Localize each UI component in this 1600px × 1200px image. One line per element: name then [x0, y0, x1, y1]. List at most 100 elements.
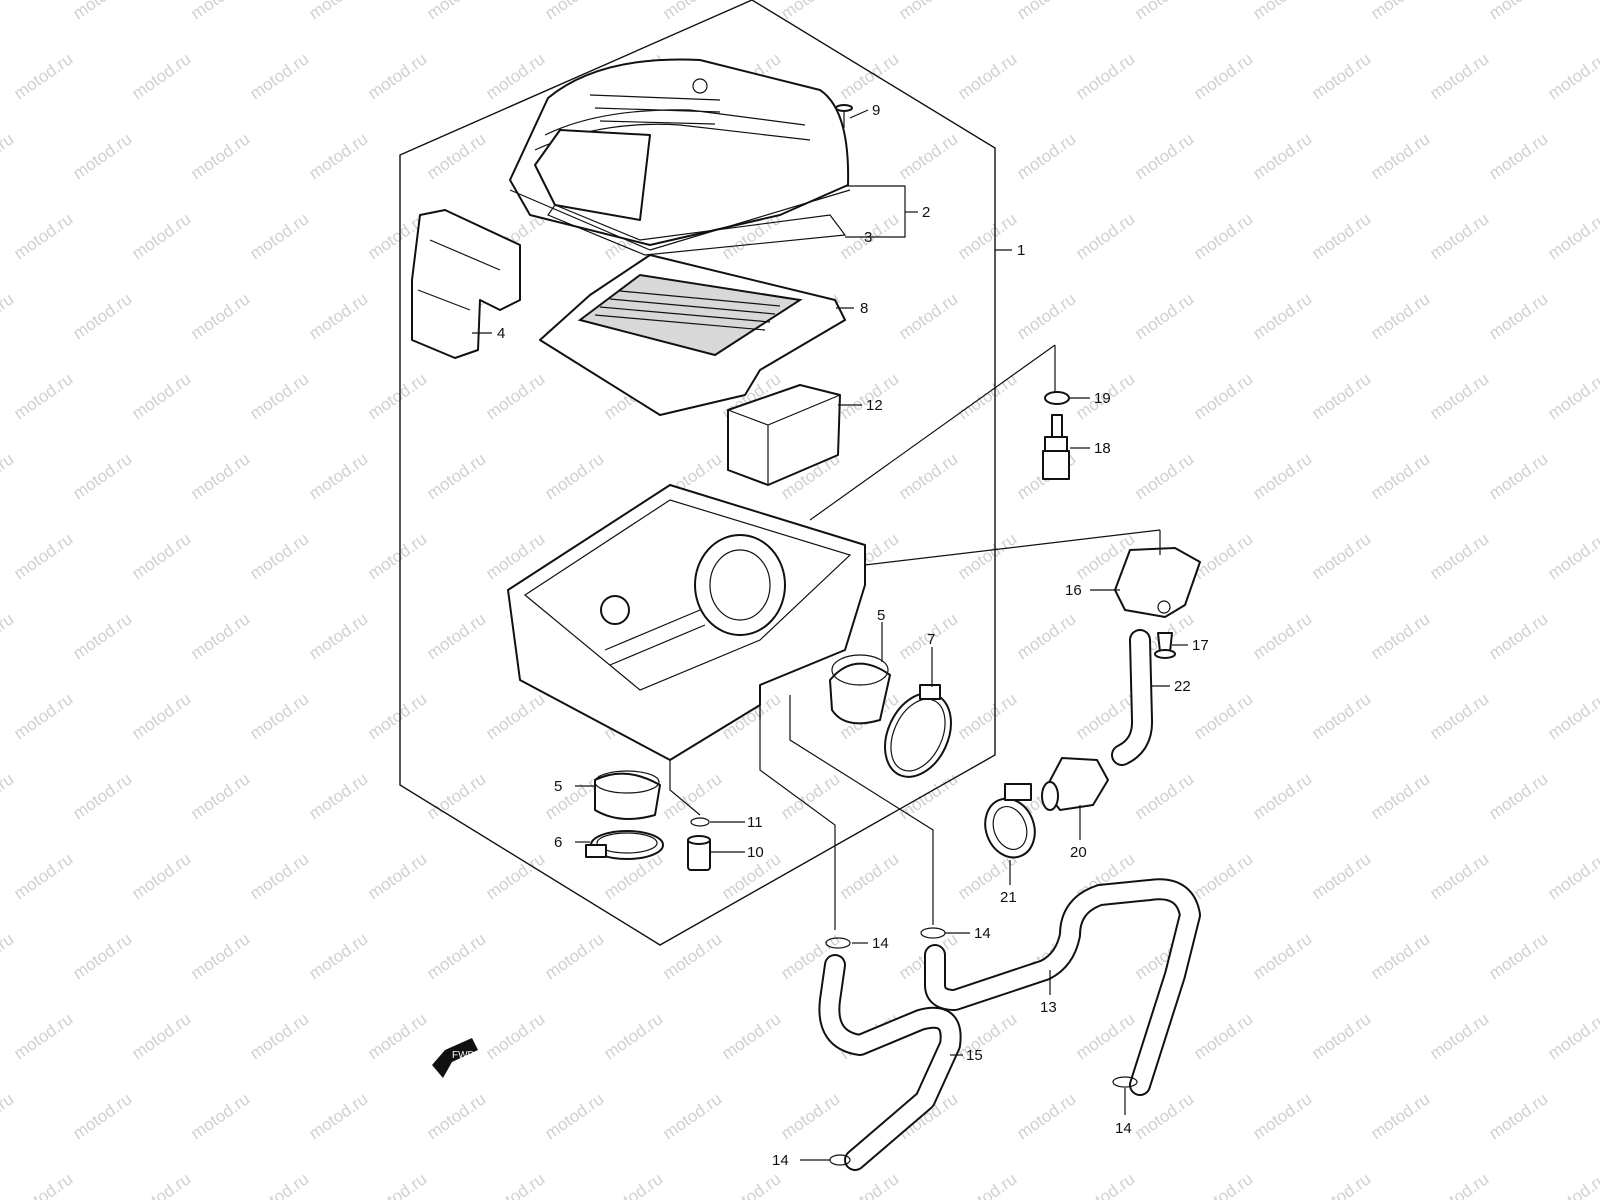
- watermark-text: motod.ru: [895, 0, 961, 23]
- watermark-text: motod.ru: [1308, 49, 1374, 103]
- callout-7: 7: [927, 631, 935, 648]
- watermark-text: motod.ru: [1426, 849, 1492, 903]
- watermark-text: motod.ru: [364, 369, 430, 423]
- watermark-text: motod.ru: [1308, 1009, 1374, 1063]
- duct-boot-upper[interactable]: [829, 654, 891, 725]
- watermark-text: motod.ru: [246, 529, 312, 583]
- air-cleaner-cap[interactable]: [509, 58, 851, 251]
- watermark-text: motod.ru: [1544, 49, 1600, 103]
- watermark-text: motod.ru: [954, 1009, 1020, 1063]
- vent-hose[interactable]: [1111, 629, 1154, 766]
- watermark-text: motod.ru: [364, 849, 430, 903]
- watermark-text: motod.ru: [1131, 289, 1197, 343]
- watermark-text: motod.ru: [777, 769, 843, 823]
- watermark-text: motod.ru: [1308, 849, 1374, 903]
- callout-13: 13: [1040, 999, 1057, 1016]
- watermark-text: motod.ru: [128, 49, 194, 103]
- watermark-text: motod.ru: [1485, 449, 1551, 503]
- watermark-text: motod.ru: [1308, 529, 1374, 583]
- clamp-small[interactable]: [585, 830, 664, 860]
- watermark-text: motod.ru: [1249, 129, 1315, 183]
- watermark-text: motod.ru: [187, 289, 253, 343]
- duct-boot-lower[interactable]: [594, 770, 661, 820]
- watermark-text: motod.ru: [423, 0, 489, 23]
- air-cleaner-case[interactable]: [507, 484, 866, 775]
- watermark-text: motod.ru: [541, 929, 607, 983]
- cap-seal-gasket[interactable]: [547, 204, 847, 256]
- drain-plug[interactable]: [687, 835, 711, 871]
- watermark-text: motod.ru: [364, 689, 430, 743]
- watermark-text: motod.ru: [954, 209, 1020, 263]
- watermark-text: motod.ru: [836, 849, 902, 903]
- watermark-text: motod.ru: [246, 849, 312, 903]
- watermark-text: motod.ru: [1544, 209, 1600, 263]
- watermark-text: motod.ru: [305, 609, 371, 663]
- watermark-text: motod.ru: [482, 689, 548, 743]
- watermark-text: motod.ru: [836, 1169, 902, 1200]
- watermark-text: motod.ru: [0, 609, 17, 663]
- watermark-text: motod.ru: [600, 1169, 666, 1200]
- watermark-text: motod.ru: [1544, 849, 1600, 903]
- watermark-text: motod.ru: [364, 1169, 430, 1200]
- watermark-text: motod.ru: [1485, 609, 1551, 663]
- watermark-text: motod.ru: [1308, 209, 1374, 263]
- watermark-text: motod.ru: [1131, 0, 1197, 23]
- washer[interactable]: [1044, 391, 1070, 405]
- callout-labels: 9 2 3 1 4 8 12 19 18 16 17 22 5 7 5 6 11…: [497, 102, 1209, 1169]
- valve[interactable]: [1041, 757, 1109, 811]
- watermark-text: motod.ru: [10, 689, 76, 743]
- intake-duct[interactable]: [411, 209, 521, 359]
- sensor[interactable]: [1042, 414, 1070, 480]
- watermark-text: motod.ru: [1544, 369, 1600, 423]
- callout-22: 22: [1174, 678, 1191, 695]
- forward-arrow: FWD: [432, 1038, 478, 1078]
- foam-element[interactable]: [727, 384, 841, 486]
- watermark-text: motod.ru: [659, 929, 725, 983]
- watermark-text: motod.ru: [305, 1089, 371, 1143]
- watermark-text: motod.ru: [895, 289, 961, 343]
- screw[interactable]: [835, 104, 853, 128]
- callout-14-d: 14: [772, 1152, 789, 1169]
- watermark-text: motod.ru: [1190, 369, 1256, 423]
- watermark-text: motod.ru: [1367, 289, 1433, 343]
- callout-9: 9: [872, 102, 880, 119]
- bracket-screw[interactable]: [1154, 632, 1176, 659]
- bracket[interactable]: [1114, 547, 1201, 618]
- watermark-text: motod.ru: [1426, 689, 1492, 743]
- watermark-text: motod.ru: [69, 449, 135, 503]
- watermark-text: motod.ru: [1367, 769, 1433, 823]
- watermark-text: motod.ru: [0, 929, 17, 983]
- hose-short[interactable]: [818, 954, 962, 1171]
- air-filter-element[interactable]: [539, 254, 846, 416]
- watermark-text: motod.ru: [1249, 289, 1315, 343]
- watermark-text: motod.ru: [0, 0, 17, 23]
- hose-clip[interactable]: [920, 927, 946, 939]
- watermark-text: motod.ru: [69, 0, 135, 23]
- watermark-text: motod.ru: [1131, 769, 1197, 823]
- valve-clamp[interactable]: [977, 783, 1043, 864]
- watermark-text: motod.ru: [659, 1089, 725, 1143]
- watermark-text: motod.ru: [10, 209, 76, 263]
- watermark-text: motod.ru: [187, 769, 253, 823]
- watermark-text: motod.ru: [423, 449, 489, 503]
- watermark-text: motod.ru: [1190, 209, 1256, 263]
- watermark-text: motod.ru: [0, 129, 17, 183]
- watermark-text: motod.ru: [1485, 129, 1551, 183]
- watermark-text: motod.ru: [187, 609, 253, 663]
- hose-clip[interactable]: [1112, 1076, 1138, 1088]
- watermark-text: motod.ru: [364, 1009, 430, 1063]
- watermark-text: motod.ru: [659, 0, 725, 23]
- watermark-text: motod.ru: [246, 49, 312, 103]
- watermark-text: motod.ru: [482, 369, 548, 423]
- hose-long[interactable]: [924, 878, 1201, 1096]
- hose-clip[interactable]: [825, 937, 851, 949]
- watermark-text: motod.ru: [1249, 609, 1315, 663]
- watermark-text: motod.ru: [1190, 689, 1256, 743]
- clamp-large[interactable]: [872, 682, 964, 787]
- watermark-text: motod.ru: [10, 849, 76, 903]
- watermark-text: motod.ru: [954, 1169, 1020, 1200]
- watermark-text: motod.ru: [895, 449, 961, 503]
- clip[interactable]: [690, 817, 710, 827]
- watermark-text: motod.ru: [1013, 0, 1079, 23]
- watermark-text: motod.ru: [10, 1009, 76, 1063]
